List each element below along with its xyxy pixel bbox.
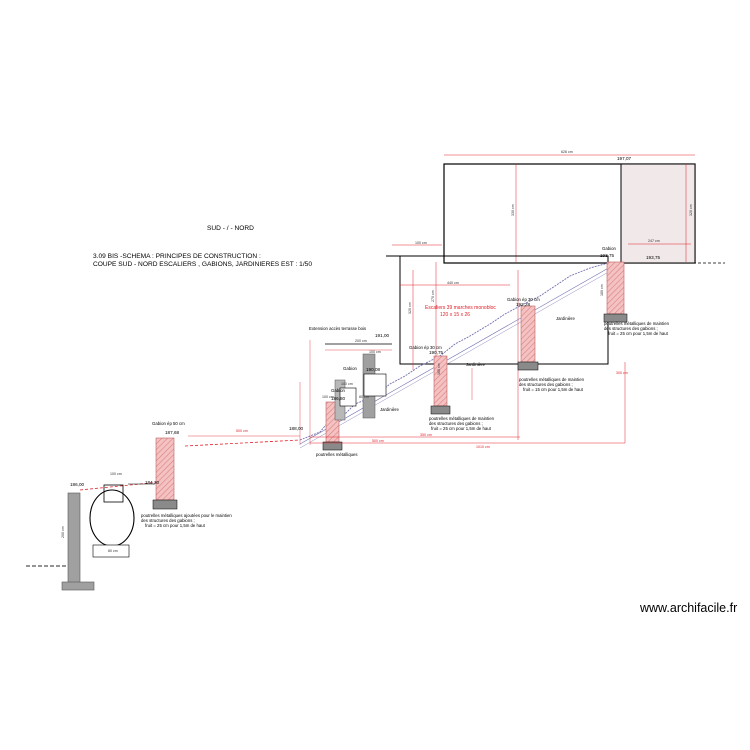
note-right-1: poutrelles métalliques de maintien (604, 321, 670, 326)
label-jardiniere-upper: Jardinière (556, 316, 575, 321)
dim-span-440: 440 cm (447, 281, 459, 285)
dim-path-350: 350 cm (420, 433, 432, 437)
stairs-note-line-2: 120 x 15 x 26 (440, 312, 470, 318)
elev-gabion-right: 193,75 (600, 253, 614, 258)
dim-right-height: 320 cm (689, 204, 693, 216)
dim-right-span: 247 cm (648, 239, 660, 243)
note-mid-3: fruit = 15 cm pour 1,5m de haut (523, 387, 584, 392)
elev-small-gabion: 190,08 (366, 367, 380, 372)
stair-flight (79, 261, 613, 491)
label-jardiniere-mid: Jardinière (466, 362, 485, 367)
dim-small-100: 100 cm (322, 395, 334, 399)
note-left-2: des structures des gabions ; (141, 518, 195, 523)
labels: Extension accès terrasse bois Gabion Gab… (141, 246, 670, 528)
elev-lower-left-2: 184,30 (145, 480, 159, 485)
gabion-mid (430, 355, 451, 415)
elev-mid-gabion: 190,75 (429, 350, 443, 355)
elev-level-right: 193,75 (646, 255, 660, 260)
elev-top-right: 197,07 (617, 156, 631, 161)
label-gabion-small-2: Gabion (331, 388, 345, 393)
dim-path-500: 500 cm (236, 429, 248, 433)
dim-left-200: 200 cm (61, 526, 65, 538)
house-outline (443, 154, 696, 264)
dim-ext-200: 200 cm (355, 339, 367, 343)
note-low-1: poutrelles métalliques de maintien (429, 416, 495, 421)
dim-bottom-1010: 1010 cm (476, 445, 490, 449)
dim-left-100: 100 cm (110, 472, 122, 476)
title-line-2: COUPE SUD - NORD ESCALIERS , GABIONS, JA… (93, 261, 312, 268)
note-mid-2: des structures des gabions ; (519, 382, 573, 387)
label-gabion-top: Gabion (602, 246, 616, 251)
elev-extension: 191,00 (375, 333, 389, 338)
bottom-dimensions (188, 362, 626, 444)
dim-deck-100: 100 cm (415, 241, 427, 245)
stairs-note-line-1: Escaliers 39 marches monobloc (425, 305, 496, 311)
label-gabion-small-1: Gabion (343, 366, 357, 371)
dim-gab-80: 80 cm (359, 395, 369, 399)
label-gabion-ep30-mid: Gabion ép 30 cm (409, 345, 442, 350)
gabion-left (152, 437, 178, 510)
note-left-1: poutrelles métalliques ajoutées pour le … (141, 513, 232, 518)
label-gabion-ep50: Gabion ép 50 cm (152, 421, 185, 426)
label-extension-terrasse: Extension accès terrasse bois (309, 326, 366, 331)
label-gabion-ep30-upper: Gabion ép 30 cm (507, 297, 540, 302)
note-left-3: fruit = 25 cm pour 1,5m de haut (145, 523, 206, 528)
dim-gab-100: 100 cm (341, 382, 353, 386)
gabion-right (603, 261, 628, 323)
dim-height-180: 180 cm (600, 284, 604, 296)
note-right-2: des structures des gabions ; (604, 326, 658, 331)
note-right-3: fruit = 25 cm pour 1,5m de haut (608, 331, 669, 336)
dim-height-270: 270 cm (431, 290, 435, 302)
dim-left-80: 80 cm (108, 549, 118, 553)
elev-lower-left: 186,00 (70, 482, 84, 487)
dim-ext-100: 100 cm (369, 350, 381, 354)
dim-bottom-500: 500 cm (372, 439, 384, 443)
title-line-1: 3.09 BIS -SCHEMA : PRINCIPES DE CONSTRUC… (93, 253, 261, 260)
elev-gabion-ep50: 187,68 (165, 430, 179, 435)
label-poutrelles: poutrelles métalliques (316, 452, 358, 457)
water-tank (89, 483, 155, 558)
note-low-2: des structures des gabions ; (429, 421, 483, 426)
dimension-texts: 626 cm 247 cm 330 cm 320 cm 100 cm 440 c… (61, 150, 693, 553)
elev-upper-gabion: 192,28 (516, 302, 530, 307)
elev-gabion-left: 186,80 (331, 396, 345, 401)
note-low-3: fruit = 25 cm pour 1,5m de haut (431, 426, 492, 431)
dim-house-height: 330 cm (511, 204, 515, 216)
gabion-upper (517, 305, 539, 371)
elevations: 197,07 193,75 193,75 192,28 190,75 191,0… (70, 156, 660, 487)
extension-blocks (299, 340, 392, 445)
retaining-wall (26, 492, 95, 591)
stairs-note: Escaliers 39 marches monobloc 120 x 15 x… (425, 305, 496, 318)
title-block: SUD - / - NORD 3.09 BIS -SCHEMA : PRINCI… (93, 225, 312, 268)
dim-height-320: 320 cm (408, 302, 412, 314)
label-jardiniere-low: Jardinière (380, 407, 399, 412)
note-mid-1: poutrelles métalliques de maintien (519, 377, 585, 382)
dim-right-300: 300 cm (616, 371, 628, 375)
watermark-text: www.archifacile.fr (640, 601, 738, 615)
orientation-label: SUD - / - NORD (207, 225, 254, 232)
dim-top-width: 626 cm (561, 150, 573, 154)
dim-mid-165: 165 cm (437, 363, 441, 375)
elev-mid-path: 188,00 (289, 426, 303, 431)
